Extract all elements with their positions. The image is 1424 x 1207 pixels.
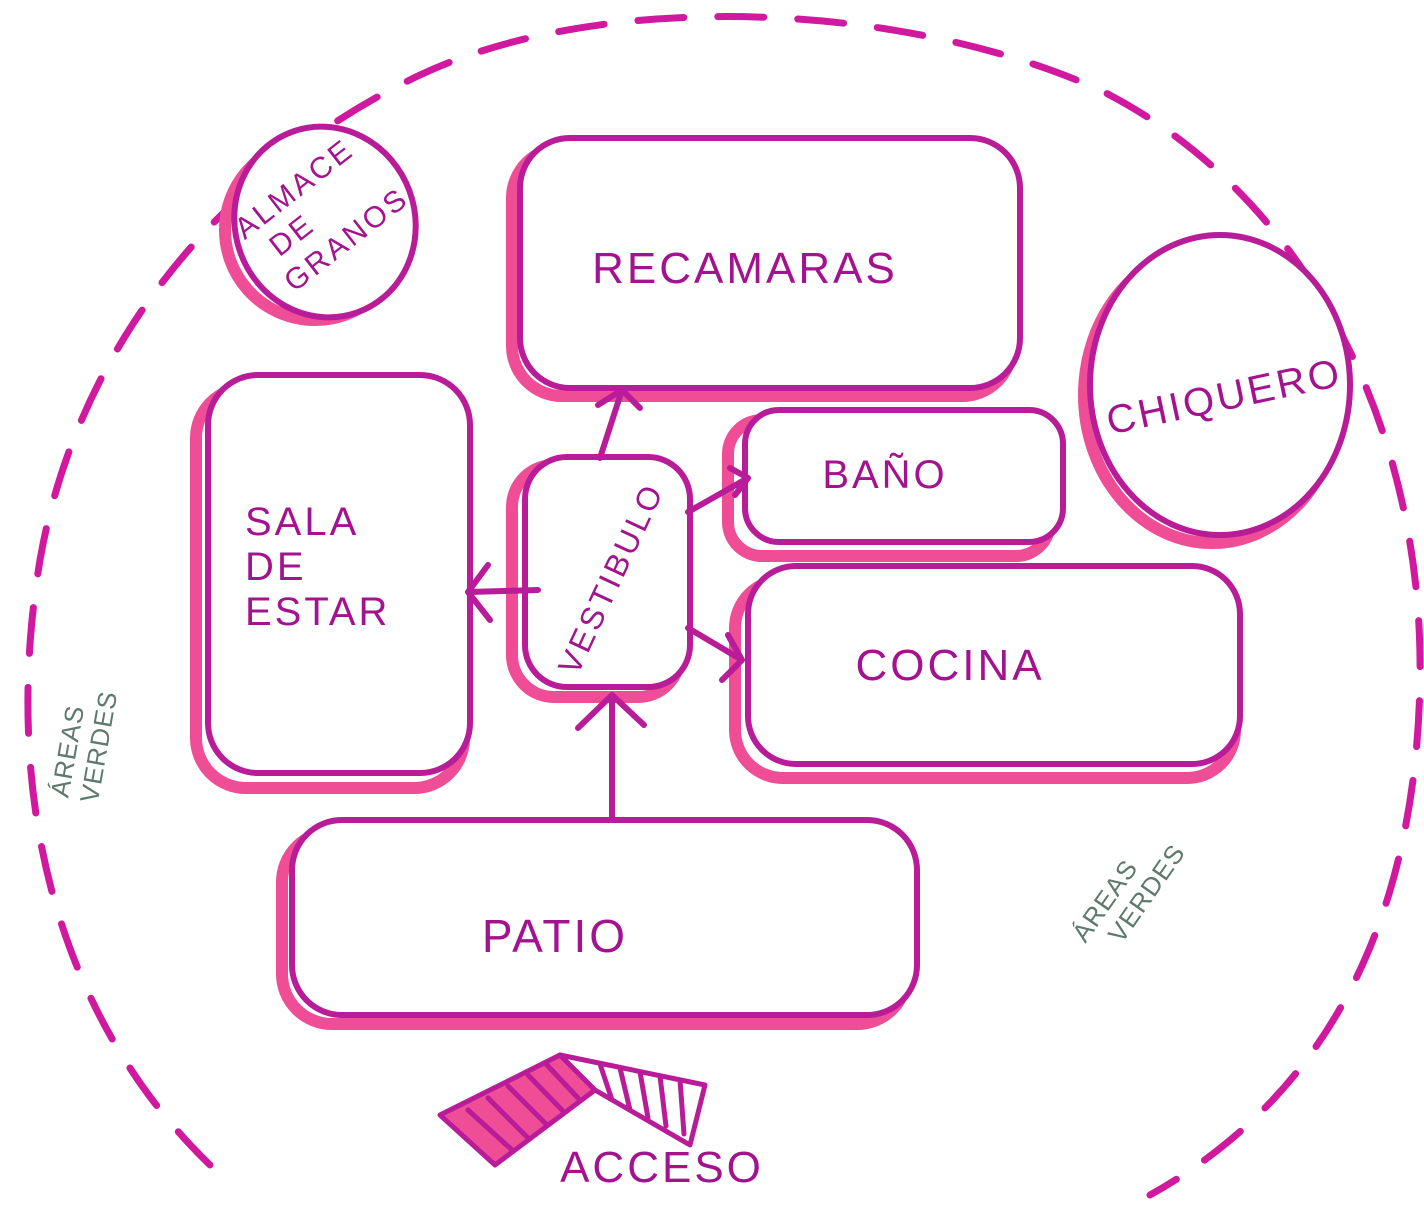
circulation-arrows xyxy=(465,387,751,821)
cocina-label: COCINA xyxy=(855,641,1044,690)
arrow-patio-to-vestibulo xyxy=(575,692,647,821)
room-almacen: ALMACE DE GRANOS xyxy=(219,123,419,326)
patio-label: PATIO xyxy=(482,910,628,962)
note-areas-left: ÁREAS VERDES xyxy=(44,688,123,804)
arrow-to-cocina xyxy=(685,625,745,683)
room-cocina: COCINA xyxy=(729,563,1243,784)
arrow-to-recamaras xyxy=(595,387,643,461)
room-bano: BAÑO xyxy=(722,407,1066,562)
sala-line-1: SALA xyxy=(245,500,359,544)
room-recamaras: RECAMARAS xyxy=(506,135,1023,402)
sala-line-2: DE xyxy=(245,545,307,589)
acceso-stairs: ACCESO xyxy=(437,1052,764,1192)
note-areas-right: ÁREAS VERDES xyxy=(1066,838,1191,948)
room-patio: PATIO xyxy=(276,817,920,1030)
site-boundary xyxy=(24,13,1424,1199)
arrow-to-bano xyxy=(685,465,751,515)
room-chiquero: CHIQUERO xyxy=(1078,232,1353,549)
room-vestibulo: VESTIBULO xyxy=(506,454,693,703)
room-sala: SALA DE ESTAR xyxy=(190,372,473,794)
recamaras-label: RECAMARAS xyxy=(592,244,898,293)
acceso-label: ACCESO xyxy=(560,1143,764,1192)
sala-line-3: ESTAR xyxy=(245,590,390,634)
arrow-to-sala xyxy=(465,562,541,623)
bano-label: BAÑO xyxy=(822,452,947,497)
